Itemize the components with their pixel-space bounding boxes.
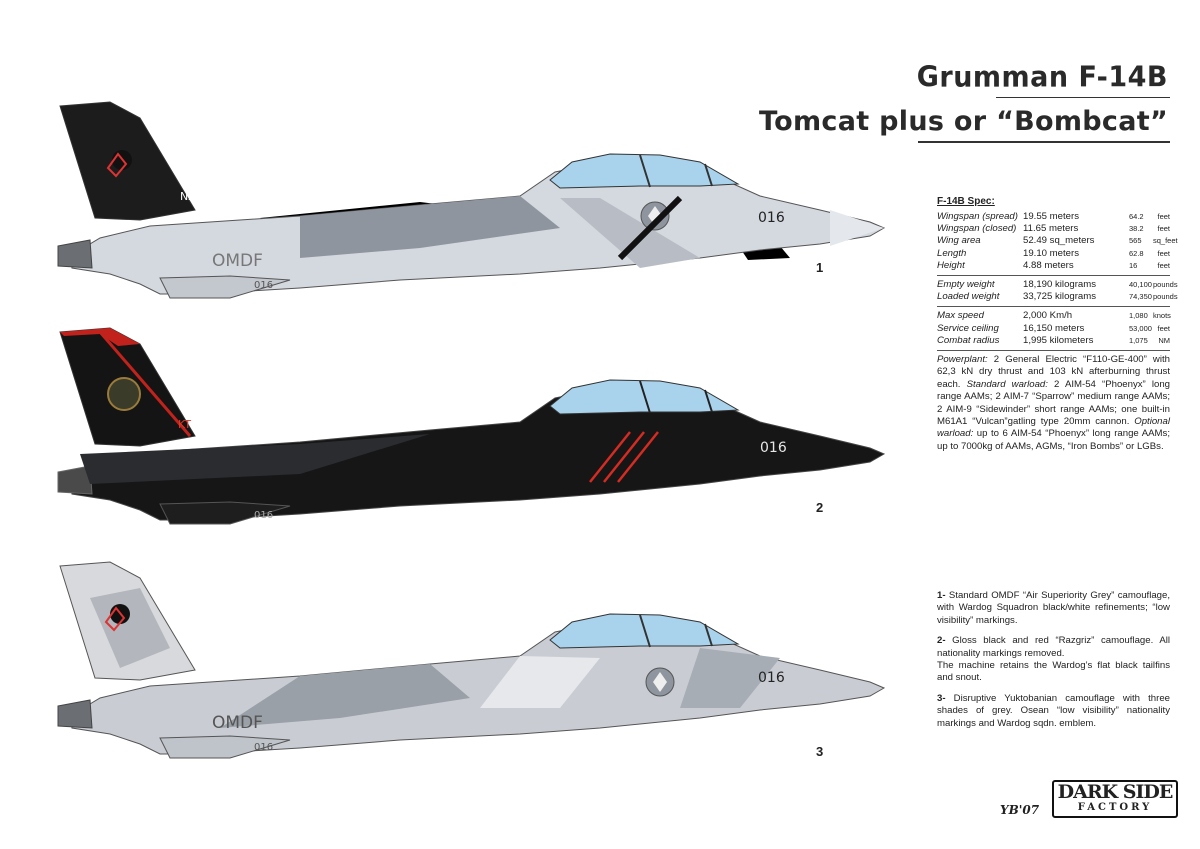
note-text: Disruptive Yuktobanian camouflage with t… xyxy=(937,692,1170,729)
modex-3: 016 xyxy=(758,670,785,686)
tail-code-1: NZ xyxy=(180,190,196,203)
spec-row: Combat radius 1,995 kilometers 1,075 NM xyxy=(937,335,1170,347)
spec-unit: feet xyxy=(1157,212,1170,221)
spec-row: Max speed 2,000 Km/h 1,080 knots xyxy=(937,310,1171,322)
spec-metric: 19.55 meters xyxy=(1023,211,1079,222)
standard-warload-label: Standard warload: xyxy=(966,378,1048,390)
spec-label: Loaded weight xyxy=(937,291,1000,303)
spec-unit: pounds xyxy=(1153,292,1178,302)
spec-imperial: 38.2 xyxy=(1129,224,1144,234)
spec-unit: feet xyxy=(1157,224,1170,234)
spec-label: Length xyxy=(937,247,967,259)
aircraft-profile-3: 016 OMDF 016 xyxy=(57,561,886,759)
spec-metric: 1,995 kilometers xyxy=(1023,334,1094,346)
spec-imperial: 1,080 xyxy=(1129,311,1148,321)
spec-imperial: 1,075 xyxy=(1129,335,1148,345)
spec-unit: pounds xyxy=(1153,279,1178,289)
spec-metric: 11.65 meters xyxy=(1023,223,1079,235)
tail-code-2: KT xyxy=(178,418,191,431)
spec-label: Wingspan (spread) xyxy=(937,211,1018,222)
spec-unit: knots xyxy=(1153,311,1171,321)
spec-imperial: 16 xyxy=(1129,260,1138,270)
spec-imperial: 40,100 xyxy=(1129,279,1152,289)
spec-unit: sq_feet xyxy=(1153,236,1178,246)
spec-metric: 19.10 meters xyxy=(1023,247,1079,259)
belly-modex-3: 016 xyxy=(254,742,273,753)
subtitle-rule xyxy=(918,141,1170,143)
profile-number-1: 1 xyxy=(816,260,824,275)
spec-unit: feet xyxy=(1157,248,1170,258)
spec-dimensions: Wingspan (spread) 19.55 meters 64.2 feet Wi… xyxy=(937,211,1178,272)
spec-row: Wing area 52.49 sq_meters 565 sq_feet xyxy=(937,235,1178,247)
spec-row: Service ceiling 16,150 meters 53,000 feet xyxy=(937,323,1170,335)
spec-unit: feet xyxy=(1157,260,1170,270)
note-text-extra: The machine retains the Wardog’s flat bl… xyxy=(937,660,1170,684)
spec-label: Empty weight xyxy=(937,278,995,290)
title-rule xyxy=(996,97,1170,98)
spec-unit: feet xyxy=(1157,323,1170,333)
spec-row: Length 19.10 meters 62.8 feet xyxy=(937,248,1170,260)
dark-side-factory-logo: DARK SIDE FACTORY xyxy=(1052,780,1178,818)
service-marking-1: OMDF xyxy=(212,251,263,271)
modex-1: 016 xyxy=(758,210,785,226)
note-text: Gloss black and red “Razgriz” camouflage… xyxy=(937,635,1170,659)
service-marking-3: OMDF xyxy=(212,713,263,733)
profile-number-3: 3 xyxy=(816,744,824,759)
modex-2: 016 xyxy=(760,440,787,456)
spec-description: Powerplant: 2 General Electric “F110-GE-… xyxy=(937,349,1170,453)
spec-imperial: 565 xyxy=(1129,236,1142,246)
logo-line-1: DARK SIDE xyxy=(1057,781,1174,803)
belly-modex-2: 016 xyxy=(254,510,273,521)
spec-label: Wing area xyxy=(937,235,981,247)
profile-notes: 1- Standard OMDF “Air Superiority Grey” … xyxy=(937,590,1170,738)
spec-metric: 33,725 kilograms xyxy=(1023,291,1097,303)
spec-metric: 18,190 kilograms xyxy=(1023,278,1097,290)
aircraft-profile-1: NZ 016 OMDF 016 xyxy=(57,101,886,299)
spec-label: Max speed xyxy=(937,310,984,322)
spec-performance: Max speed 2,000 Km/h 1,080 knots Service ce… xyxy=(937,306,1171,347)
powerplant-label: Powerplant: xyxy=(937,353,988,365)
spec-metric: 2,000 Km/h xyxy=(1023,310,1073,322)
spec-row: Wingspan (closed) 11.65 meters 38.2 feet xyxy=(937,223,1170,235)
spec-panel: F-14B Spec: Wingspan (spread) 19.55 meter… xyxy=(937,196,1178,453)
standard-warload-text: 2 AIM-54 “Phoenyx” long range AAMs; 2 AI… xyxy=(937,378,1170,427)
spec-imperial: 53,000 xyxy=(1129,323,1152,333)
optional-warload-label: Optional warload: xyxy=(937,415,1170,440)
artist-signature: YB'07 xyxy=(1000,803,1040,817)
note-text: Standard OMDF “Air Superiority Grey” cam… xyxy=(937,590,1170,626)
note-1: 1- Standard OMDF “Air Superiority Grey” … xyxy=(937,590,1170,627)
note-2: 2- Gloss black and red “Razgriz” camoufl… xyxy=(937,635,1170,685)
spec-label: Wingspan (closed) xyxy=(937,223,1017,235)
note-number: 3- xyxy=(937,692,946,704)
spec-heading: F-14B Spec: xyxy=(937,196,995,207)
page-title: Grumman F-14B xyxy=(916,61,1168,94)
spec-row: Height 4.88 meters 16 feet xyxy=(937,260,1170,272)
spec-label: Service ceiling xyxy=(937,322,999,334)
optional-warload-text: up to 6 AIM-54 “Phoenyx” long range AAMs… xyxy=(937,428,1170,452)
note-3: 3- Disruptive Yuktobanian camouflage wit… xyxy=(937,693,1170,730)
spec-imperial: 74,350 xyxy=(1129,292,1152,302)
page-subtitle: Tomcat plus or “Bombcat” xyxy=(759,106,1168,137)
powerplant-text: 2 General Electric “F110-GE-400” with 62… xyxy=(937,353,1170,390)
spec-metric: 4.88 meters xyxy=(1023,259,1074,271)
aircraft-profiles: NZ 016 OMDF 016 KT 016 016 xyxy=(57,101,886,759)
spec-imperial: 62.8 xyxy=(1129,248,1144,258)
aircraft-profile-2: KT 016 016 xyxy=(57,327,886,525)
note-number: 2- xyxy=(937,635,946,647)
profile-number-2: 2 xyxy=(816,500,824,515)
belly-modex-1: 016 xyxy=(254,280,273,291)
spec-row: Wingspan (spread) 19.55 meters 64.2 feet xyxy=(937,211,1170,223)
spec-label: Combat radius xyxy=(937,334,1000,346)
note-number: 1- xyxy=(937,590,946,601)
spec-metric: 52.49 sq_meters xyxy=(1023,235,1095,247)
spec-label: Height xyxy=(937,259,965,271)
logo-line-2: FACTORY xyxy=(1077,802,1153,813)
spec-imperial: 64.2 xyxy=(1129,212,1144,221)
spec-metric: 16,150 meters xyxy=(1023,322,1085,334)
spec-unit: NM xyxy=(1158,335,1170,345)
